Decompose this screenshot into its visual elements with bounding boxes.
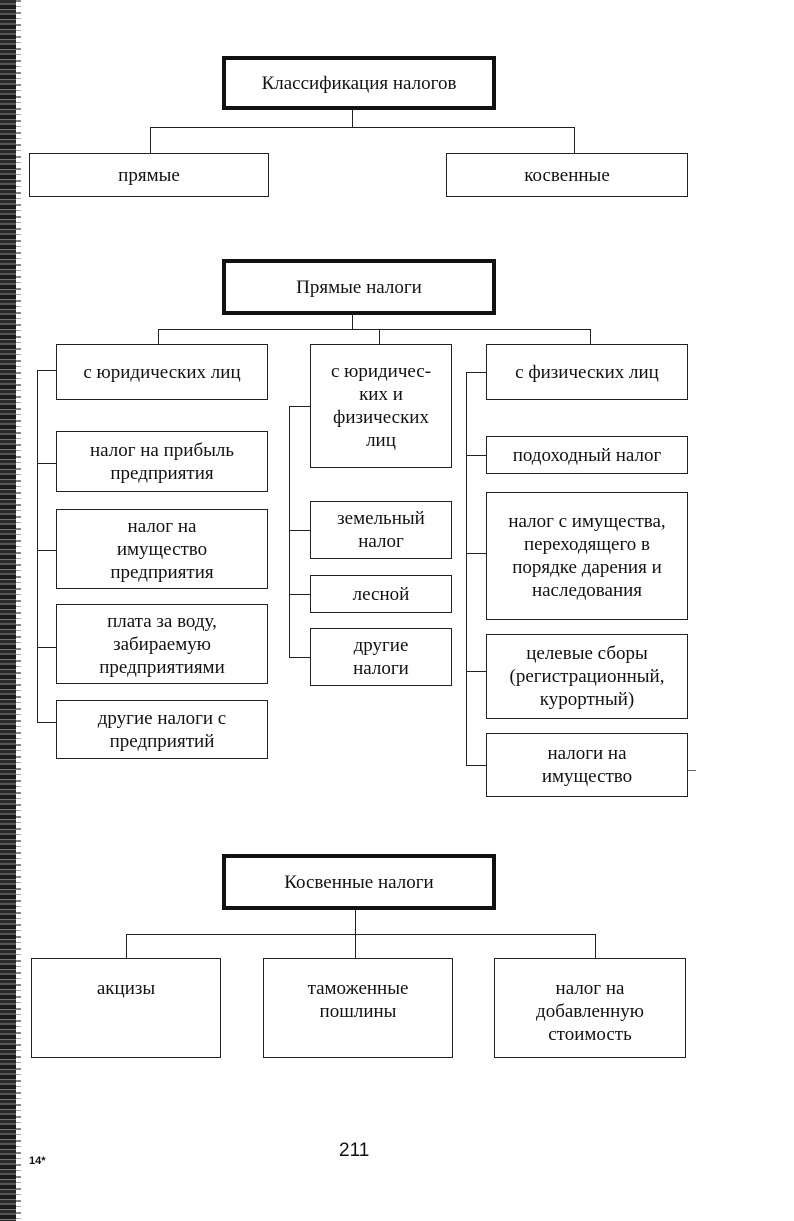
legal-entities-item: налог на имущество предприятия — [56, 509, 268, 589]
individuals-header-box: с физических лиц — [486, 344, 688, 400]
legal-and-individuals-item: другие налоги — [310, 628, 452, 686]
indirect-taxes-title: Косвенные налоги — [284, 871, 434, 893]
individuals-item: целевые сборы (регистрационный, курортны… — [486, 634, 688, 719]
direct-label: прямые — [118, 164, 180, 186]
connector — [595, 934, 596, 958]
connector — [150, 127, 151, 153]
stray-mark — [688, 770, 696, 771]
bracket-tick — [37, 647, 56, 648]
bracket-tick — [466, 455, 486, 456]
legal-and-individuals-item: земельный налог — [310, 501, 452, 559]
connector — [126, 934, 127, 958]
connector — [352, 315, 353, 330]
individuals-item: налоги на имущество — [486, 733, 688, 797]
bracket-tick — [37, 463, 56, 464]
bracket-tick — [37, 550, 56, 551]
bracket-tick — [289, 406, 310, 407]
indirect-item: акцизы — [31, 958, 221, 1058]
indirect-item-label: таможенные пошлины — [307, 978, 409, 1022]
connector — [150, 127, 575, 128]
legal-and-individuals-header-box: с юридичес- ких и физических лиц — [310, 344, 452, 468]
bracket-line — [466, 372, 467, 766]
indirect-item-label: налог на добавленную стоимость — [536, 978, 644, 1045]
individuals-header: с физических лиц — [515, 361, 659, 383]
signature-mark: 14* — [29, 1155, 46, 1167]
bracket-line — [37, 370, 38, 723]
bracket-tick — [466, 372, 486, 373]
legal-entities-header: с юридических лиц — [83, 361, 241, 383]
connector — [352, 110, 353, 128]
book-binding-edge — [0, 0, 16, 1221]
bracket-line — [289, 406, 290, 658]
legal-entities-header-box: с юридических лиц — [56, 344, 268, 400]
bracket-tick — [289, 530, 310, 531]
connector — [158, 329, 591, 330]
individuals-item-label: налоги на имущество — [541, 743, 633, 787]
direct-taxes-title-box: Прямые налоги — [222, 259, 496, 315]
legal-entities-item: плата за воду, забираемую предприятиями — [56, 604, 268, 684]
connector — [574, 127, 575, 153]
individuals-item: налог с имущества, переходящего в порядк… — [486, 492, 688, 620]
classification-title-box: Классификация налогов — [222, 56, 496, 110]
legal-entities-item-label: налог на имущество предприятия — [110, 515, 214, 583]
legal-and-individuals-item-label: другие налоги — [353, 635, 409, 679]
legal-entities-item-label: другие налоги с предприятий — [97, 707, 227, 752]
bracket-tick — [37, 370, 56, 371]
indirect-label: косвенные — [524, 164, 610, 186]
classification-title: Классификация налогов — [261, 72, 457, 94]
page-number: 211 — [339, 1140, 370, 1161]
connector — [126, 934, 596, 935]
bracket-tick — [466, 765, 486, 766]
legal-and-individuals-item-label: лесной — [352, 583, 410, 605]
bracket-tick — [37, 722, 56, 723]
legal-entities-item: другие налоги с предприятий — [56, 700, 268, 759]
indirect-item-label: акцизы — [96, 978, 156, 999]
direct-taxes-title: Прямые налоги — [296, 276, 422, 298]
connector — [379, 329, 380, 344]
bracket-tick — [466, 553, 486, 554]
direct-box: прямые — [29, 153, 269, 197]
legal-and-individuals-item-label: земельный налог — [337, 508, 425, 552]
indirect-taxes-title-box: Косвенные налоги — [222, 854, 496, 910]
bracket-tick — [466, 671, 486, 672]
legal-entities-item-label: налог на прибыль предприятия — [89, 439, 235, 484]
individuals-item-label: целевые сборы (регистрационный, курортны… — [509, 643, 665, 710]
book-binding-shadow — [16, 0, 21, 1221]
individuals-item-label: подоходный налог — [512, 444, 662, 466]
connector — [158, 329, 159, 344]
individuals-item: подоходный налог — [486, 436, 688, 474]
indirect-box: косвенные — [446, 153, 688, 197]
legal-and-individuals-item: лесной — [310, 575, 452, 613]
legal-entities-item-label: плата за воду, забираемую предприятиями — [99, 610, 225, 678]
bracket-tick — [289, 594, 310, 595]
bracket-tick — [289, 657, 310, 658]
connector — [590, 329, 591, 344]
legal-and-individuals-header: с юридичес- ких и физических лиц — [330, 361, 432, 451]
indirect-item: налог на добавленную стоимость — [494, 958, 686, 1058]
individuals-item-label: налог с имущества, переходящего в порядк… — [508, 511, 666, 601]
legal-entities-item: налог на прибыль предприятия — [56, 431, 268, 492]
indirect-item: таможенные пошлины — [263, 958, 453, 1058]
